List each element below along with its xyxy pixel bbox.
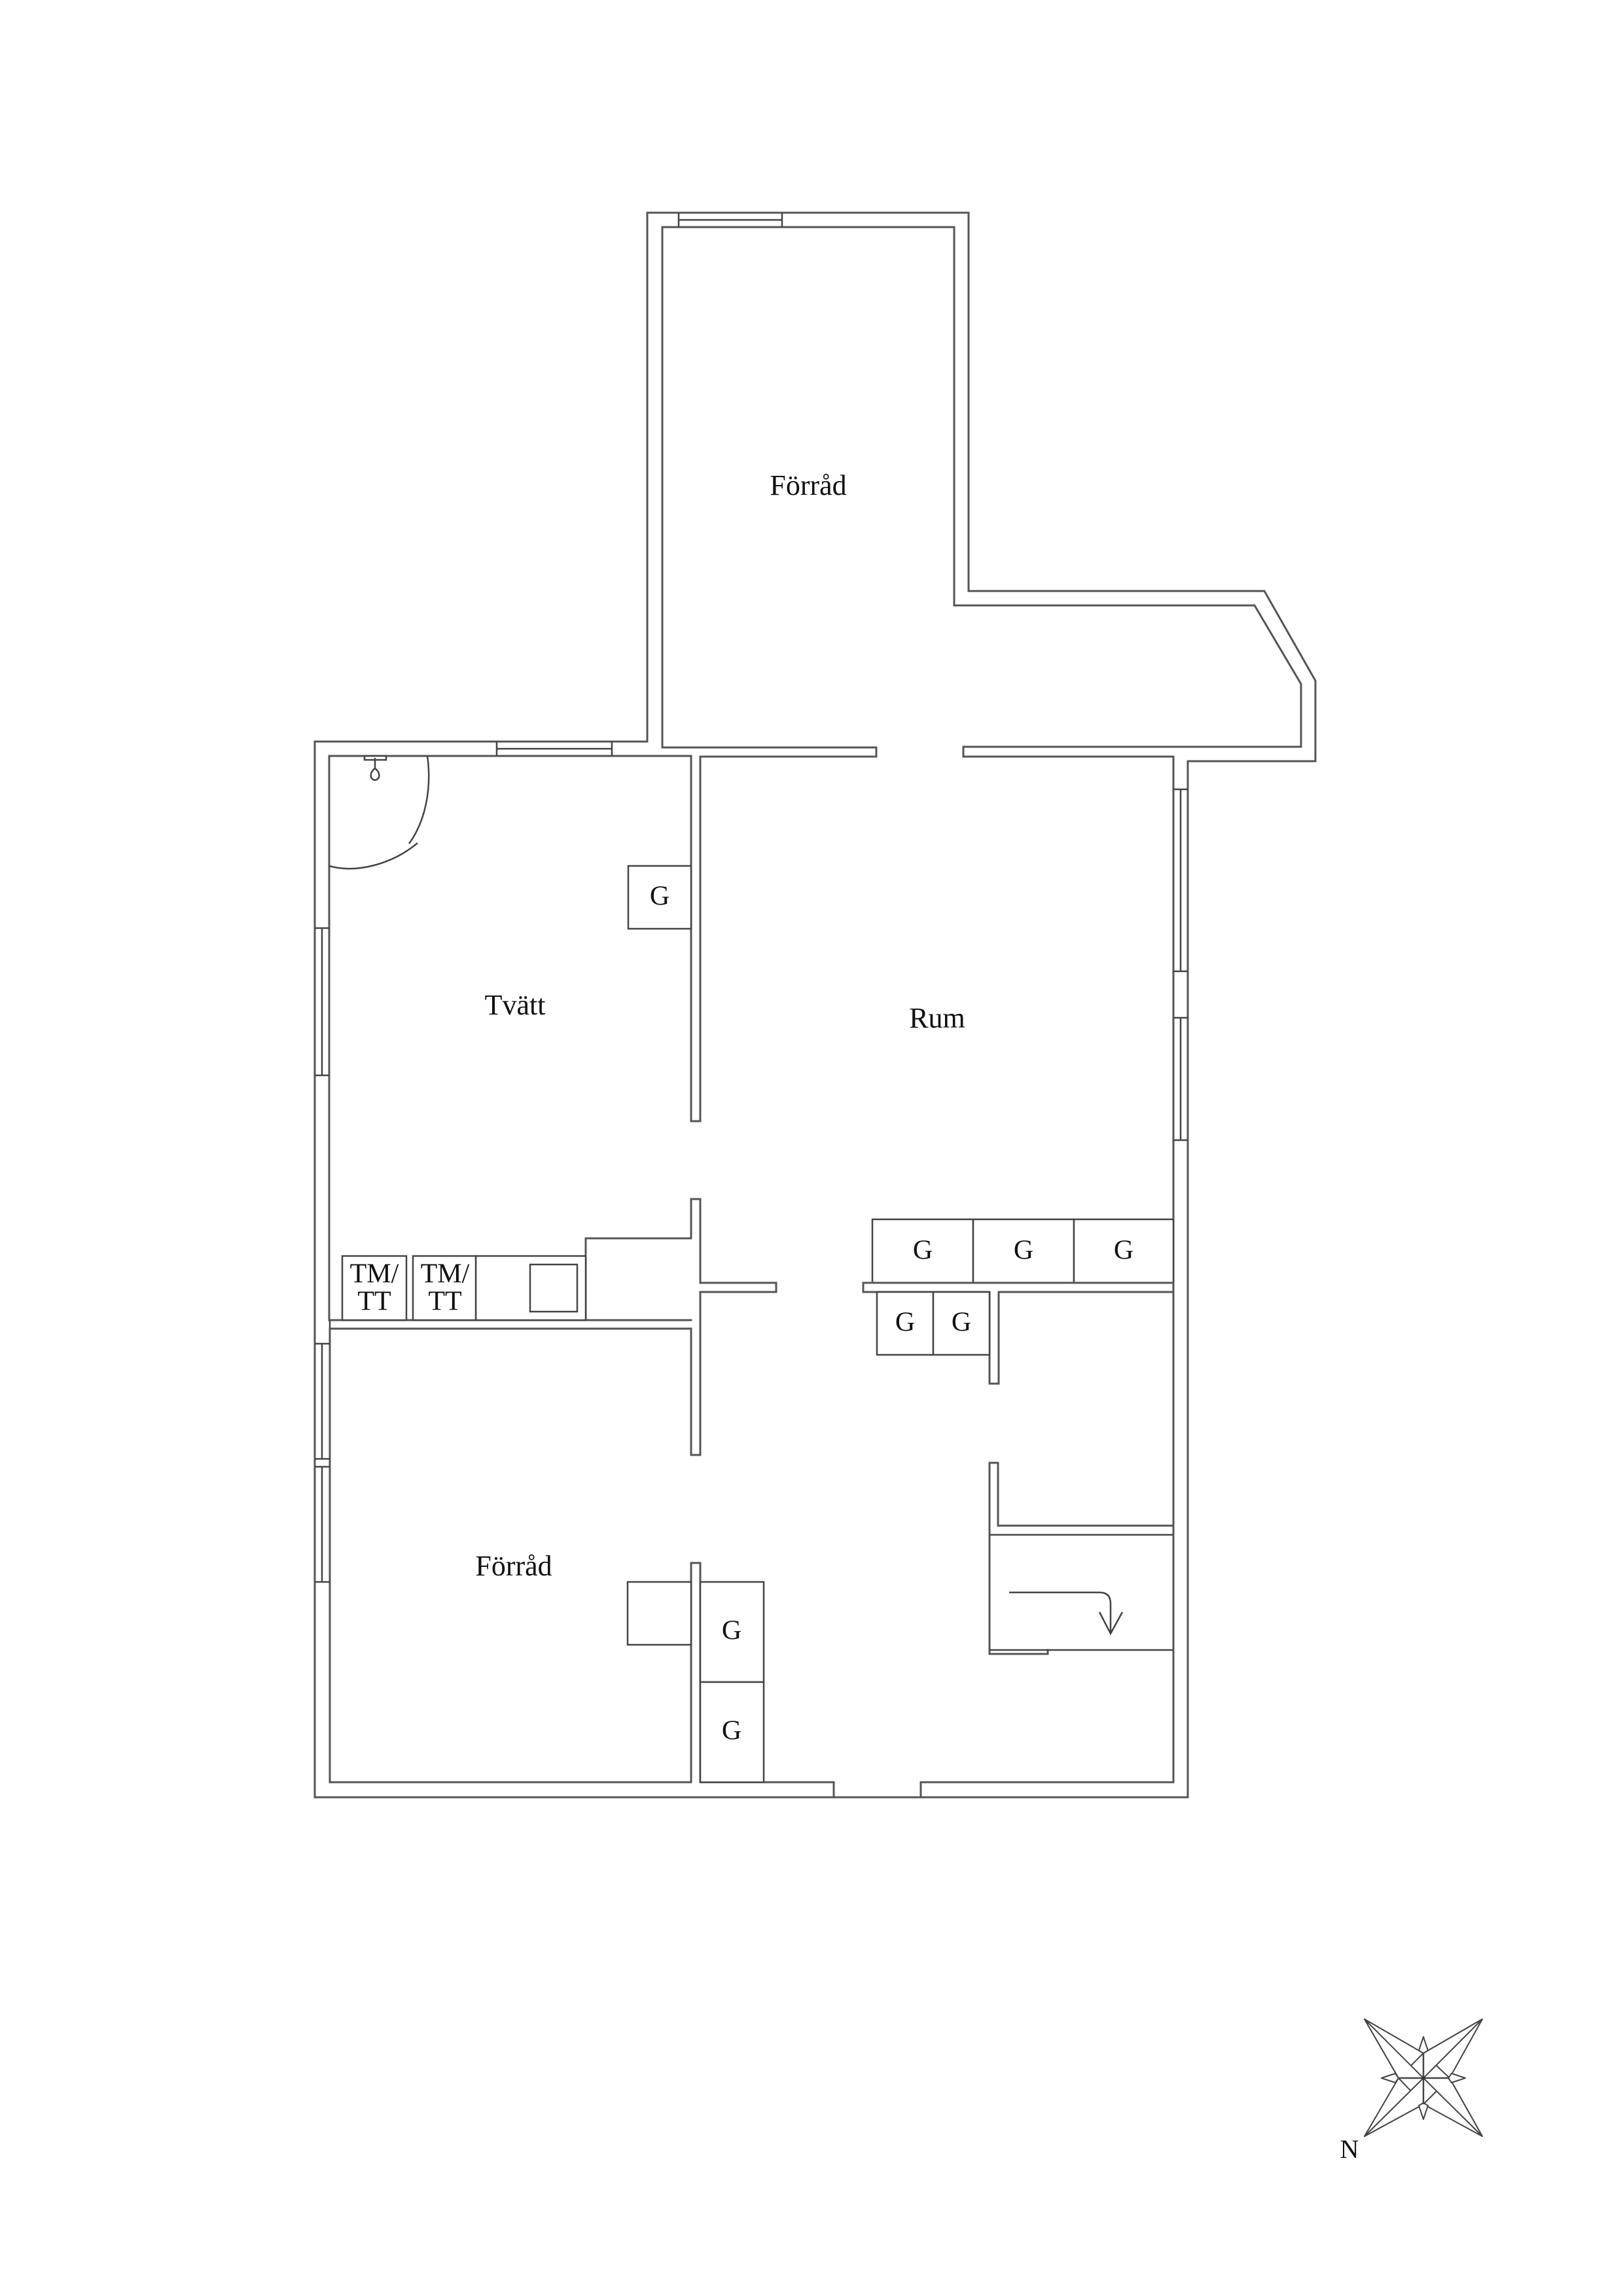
stair-arrow-icon (1009, 1591, 1124, 1636)
compass-north-label: N (1340, 2134, 1359, 2164)
north-door-jamb-right (962, 745, 1175, 758)
window-rum-right-2 (1173, 1016, 1188, 1141)
sink-icon (529, 1263, 579, 1313)
washer-dryer-2 (412, 1255, 477, 1321)
south-storage-inner-wall (329, 1327, 835, 1799)
wardrobe-label: G (895, 1308, 915, 1338)
window-rum-right-1 (1173, 788, 1188, 973)
stair-partition (988, 1462, 1175, 1655)
window-tvatt-left (315, 927, 329, 1077)
shelf-south (626, 1581, 692, 1646)
outer-wall (313, 211, 1317, 1799)
washer-dryer-1-label: TM/ (350, 1259, 399, 1289)
wardrobe-rum-5 (932, 1291, 991, 1356)
room-label-forrad-south: Förråd (475, 1550, 552, 1582)
north-storage-inner-wall (661, 226, 1302, 749)
window-south-left-1 (315, 1342, 330, 1460)
wardrobe-label: G (1014, 1236, 1033, 1266)
compass-rose-icon (1364, 2018, 1483, 2137)
north-door-jamb-left (699, 746, 878, 758)
room-label-rum: Rum (909, 1002, 965, 1034)
wardrobe-rum-2 (972, 1218, 1075, 1284)
room-label-forrad-north: Förråd (770, 469, 846, 501)
counter-step (584, 1198, 692, 1321)
shower-curtain-icon-lower (329, 842, 418, 870)
room-label-tvatt: Tvätt (485, 989, 546, 1021)
wardrobe-tvatt (627, 865, 692, 930)
window-south-left-2 (315, 1465, 330, 1583)
washer-dryer-2-label-2: TT (428, 1287, 461, 1317)
window-tvatt-top (495, 742, 613, 756)
shower-curtain-icon (408, 755, 430, 844)
wardrobe-rum-3 (1073, 1218, 1175, 1284)
middle-partition (690, 1198, 777, 1456)
wardrobe-label: G (1114, 1236, 1133, 1266)
washer-dryer-1 (341, 1255, 408, 1321)
wardrobe-label: G (722, 1616, 741, 1646)
wardrobe-south-1 (699, 1581, 765, 1683)
wardrobe-label: G (913, 1236, 933, 1266)
wardrobe-label: G (722, 1716, 741, 1746)
shower-head-icon (363, 755, 387, 781)
window-north-storage (677, 213, 783, 227)
washer-dryer-1-label-2: TT (357, 1287, 391, 1317)
wardrobe-label: G (952, 1308, 971, 1338)
south-door-jamb (919, 1781, 1175, 1799)
tvatt-inner-wall (328, 755, 692, 1321)
wardrobe-south-2 (699, 1681, 765, 1784)
washer-dryer-2-label: TM/ (421, 1259, 470, 1289)
wardrobe-label: G (650, 882, 669, 912)
tvatt-rum-partition-upper (690, 755, 702, 1122)
